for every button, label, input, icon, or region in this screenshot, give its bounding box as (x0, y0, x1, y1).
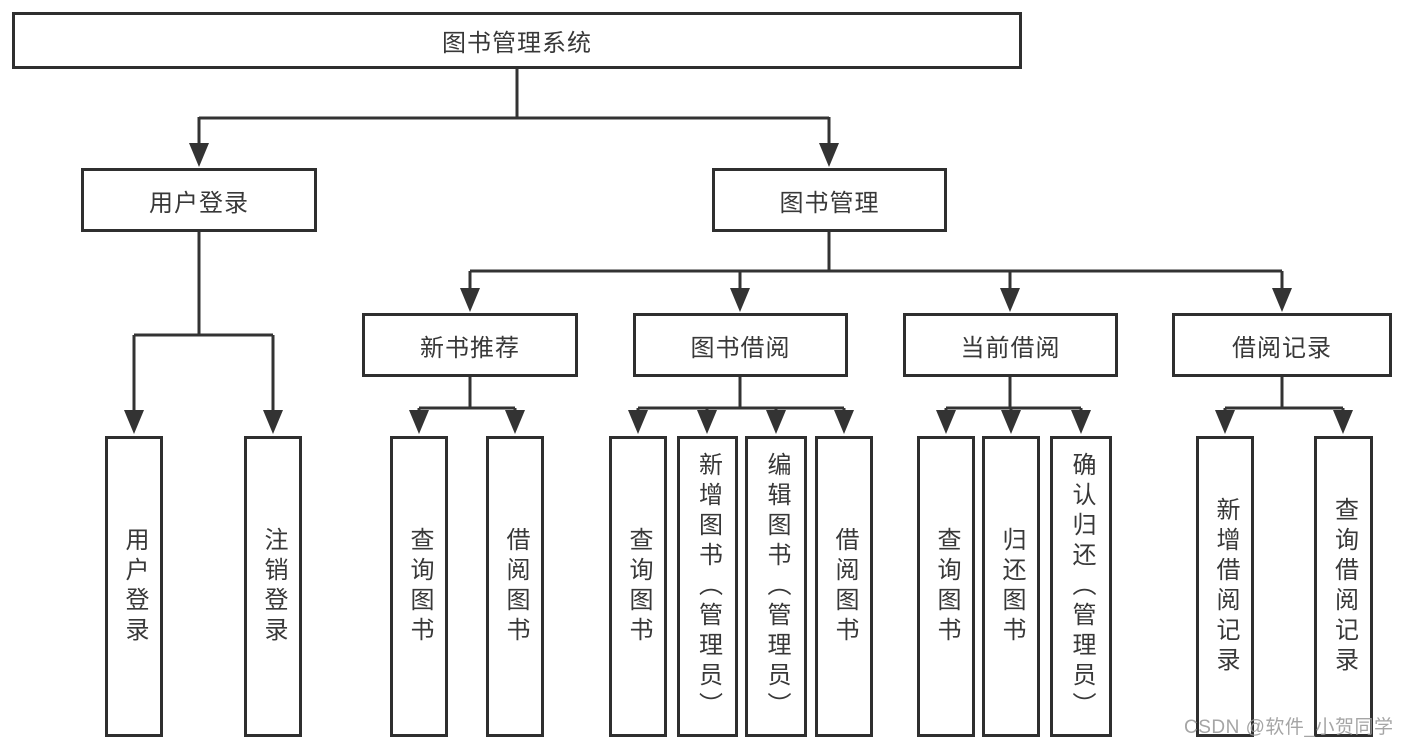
node-label: 新增图书（管理员） (694, 451, 722, 722)
node-borrowing-records: 借阅记录 (1172, 313, 1392, 377)
node-label: 查询图书 (933, 526, 960, 647)
leaf-query-books-recommend: 查询图书 (390, 436, 448, 737)
node-label: 注销登录 (260, 526, 287, 647)
node-label: 编辑图书（管理员） (763, 451, 790, 722)
node-user-login: 用户登录 (81, 168, 317, 232)
csdn-watermark: CSDN @软件_小贺同学 (1184, 717, 1394, 738)
node-label: 新书推荐 (420, 334, 520, 362)
leaf-add-books-admin: 新增图书（管理员） (677, 436, 738, 737)
leaf-borrow-books-recommend: 借阅图书 (486, 436, 544, 737)
node-label: 新增借阅记录 (1212, 496, 1239, 677)
node-label: 借阅图书 (831, 526, 858, 647)
leaf-add-borrow-record: 新增借阅记录 (1196, 436, 1254, 737)
node-label: 图书管理 (779, 189, 880, 217)
leaf-edit-books-admin: 编辑图书（管理员） (745, 436, 807, 737)
node-current-borrowing: 当前借阅 (903, 313, 1118, 377)
node-label: 用户登录 (121, 526, 148, 647)
leaf-query-borrow-record: 查询借阅记录 (1314, 436, 1373, 737)
leaf-user-login: 用户登录 (105, 436, 163, 737)
node-label: 借阅记录 (1232, 334, 1332, 362)
arrowheads (124, 143, 1353, 434)
node-label: 用户登录 (149, 189, 249, 217)
node-label: 确认归还（管理员） (1068, 451, 1095, 722)
node-library-management-system: 图书管理系统 (12, 12, 1022, 69)
node-new-book-recommendation: 新书推荐 (362, 313, 578, 377)
node-book-management: 图书管理 (712, 168, 947, 232)
leaf-borrow-books-borrowing: 借阅图书 (815, 436, 873, 737)
leaf-return-books: 归还图书 (982, 436, 1040, 737)
node-label: 查询借阅记录 (1330, 496, 1358, 677)
leaf-query-books-borrowing: 查询图书 (609, 436, 667, 737)
leaf-logout: 注销登录 (244, 436, 302, 737)
node-label: 借阅图书 (502, 526, 529, 647)
node-label: 图书管理系统 (442, 30, 592, 57)
node-book-borrowing: 图书借阅 (633, 313, 848, 377)
node-label: 查询图书 (625, 526, 652, 647)
node-label: 查询图书 (406, 526, 433, 647)
leaf-confirm-return-admin: 确认归还（管理员） (1050, 436, 1112, 737)
node-label: 归还图书 (998, 526, 1025, 647)
node-label: 图书借阅 (690, 334, 791, 362)
leaf-query-books-current: 查询图书 (917, 436, 975, 737)
node-label: 当前借阅 (960, 334, 1061, 362)
